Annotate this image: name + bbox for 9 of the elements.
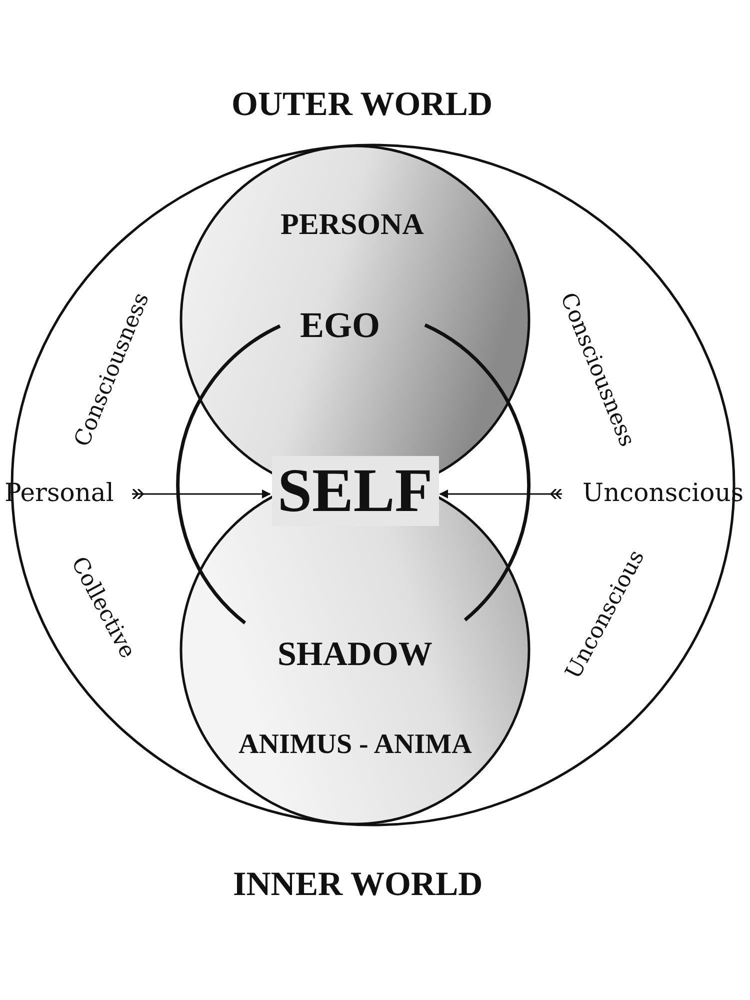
- circle-label: SHADOW: [278, 638, 432, 672]
- arrow: [132, 488, 271, 500]
- arrow: [439, 488, 562, 500]
- region-title: INNER WORLD: [233, 868, 483, 902]
- circle-label: PERSONA: [280, 210, 424, 240]
- region-title: OUTER WORLD: [232, 88, 493, 122]
- center-label: SELF: [272, 456, 439, 526]
- circle-label: EGO: [300, 307, 380, 343]
- circle-label: ANIMUS - ANIMA: [238, 731, 472, 759]
